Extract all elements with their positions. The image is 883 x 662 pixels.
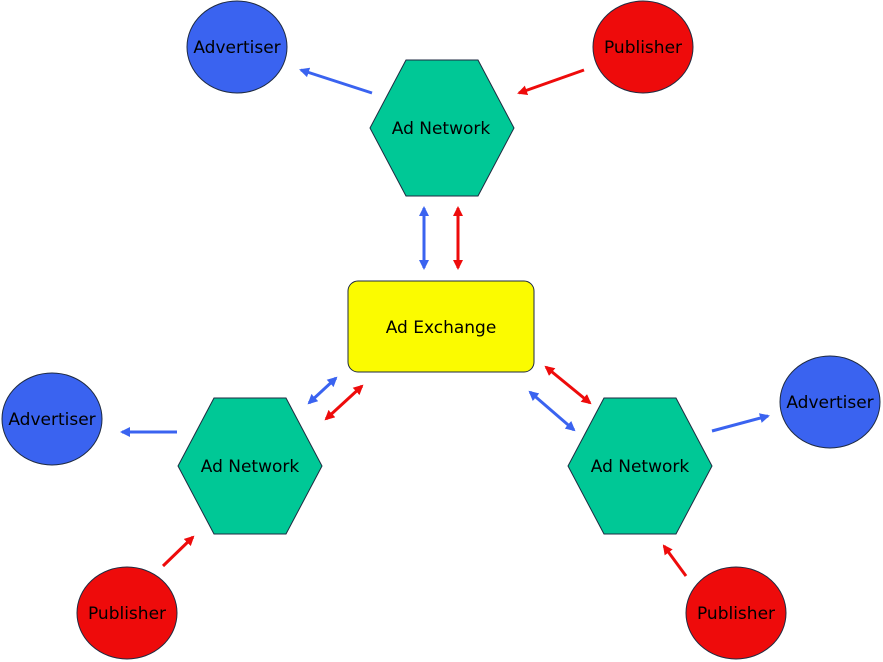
- ad-network-label-right: Ad Network: [591, 457, 690, 477]
- arrow-network-exchange-right-blue: [528, 390, 576, 432]
- arrow-network-exchange-left-blue: [307, 376, 338, 405]
- advertiser-node-right: Advertiser: [779, 355, 881, 449]
- arrow-publisher-to-network-top: [517, 68, 585, 96]
- advertiser-node-top: Advertiser: [186, 0, 288, 94]
- ad-network-label-left: Ad Network: [201, 457, 300, 477]
- advertiser-node-left: Advertiser: [1, 372, 103, 466]
- ad-network-node-right: Ad Network: [567, 397, 713, 535]
- ad-exchange-label: Ad Exchange: [386, 318, 497, 338]
- ad-network-node-left: Ad Network: [177, 397, 323, 535]
- arrow-network-to-advertiser-top: [299, 67, 373, 95]
- arrow-network-exchange-left-red: [324, 384, 364, 421]
- advertiser-label-right: Advertiser: [786, 393, 873, 413]
- arrow-network-to-advertiser-right: [711, 413, 770, 433]
- advertiser-label-top: Advertiser: [193, 38, 280, 58]
- publisher-label-right: Publisher: [697, 604, 775, 624]
- publisher-label-top: Publisher: [604, 38, 682, 58]
- arrow-publisher-to-network-left: [161, 535, 195, 568]
- advertiser-label-left: Advertiser: [8, 410, 95, 430]
- ad-exchange-node: Ad Exchange: [347, 280, 535, 373]
- arrow-network-exchange-right-red: [544, 365, 592, 405]
- publisher-node-top: Publisher: [592, 0, 694, 94]
- publisher-node-left: Publisher: [76, 566, 178, 660]
- ad-network-node-top: Ad Network: [369, 59, 515, 197]
- arrow-publisher-to-network-right: [662, 544, 688, 577]
- publisher-node-right: Publisher: [685, 566, 787, 660]
- publisher-label-left: Publisher: [88, 604, 166, 624]
- ad-network-label-top: Ad Network: [392, 119, 491, 139]
